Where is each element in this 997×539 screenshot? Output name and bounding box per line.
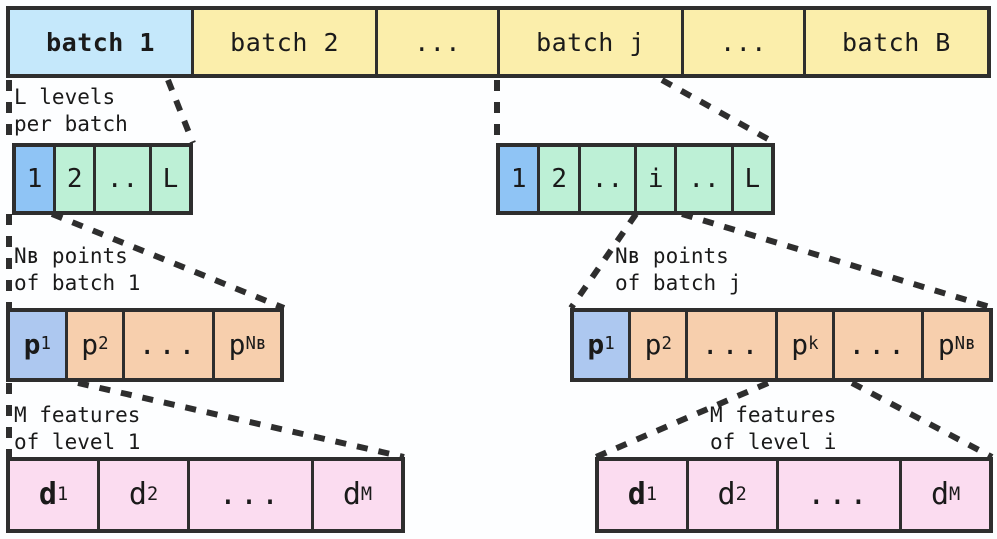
feature-label-base: d xyxy=(930,477,950,512)
caption-features-right: M features of level i xyxy=(710,403,837,454)
point-label-sub: 2 xyxy=(98,334,109,355)
batch-cell-B[interactable]: batch B xyxy=(805,10,987,74)
level-row-batch1: 1 2 .. L xyxy=(12,143,193,215)
level-cell-L[interactable]: L xyxy=(151,147,190,211)
feature-label-base: d xyxy=(627,477,646,512)
level-row-batchj: 1 2 .. i .. L xyxy=(496,143,775,215)
feature-label-sub: 1 xyxy=(56,483,69,505)
batch-cell-j[interactable]: batch j xyxy=(499,10,682,74)
level-cell-j-1[interactable]: 1 xyxy=(500,147,538,211)
level-cell-1[interactable]: 1 xyxy=(16,147,54,211)
point-label-base: p xyxy=(23,328,41,361)
feature-cell-ellipsis: ... xyxy=(190,461,311,529)
feature-cell-i-ellipsis: ... xyxy=(778,461,900,529)
point-label-sub: Nʙ xyxy=(954,334,976,355)
point-cell-j-ellipsis-1: ... xyxy=(688,312,775,378)
feature-label-base: d xyxy=(342,477,361,512)
batch-row: batch 1 batch 2 ... batch j ... batch B xyxy=(6,6,991,78)
feature-label-base: d xyxy=(38,477,57,512)
level-cell-j-ellipsis-2: .. xyxy=(677,147,731,211)
feature-label-base: d xyxy=(717,477,736,512)
level-cell-j-i[interactable]: i xyxy=(637,147,675,211)
point-label-base: p xyxy=(228,328,246,361)
batch-cell-ellipsis-2: ... xyxy=(684,10,803,74)
connector-batch1-right xyxy=(165,78,196,145)
point-label-base: p xyxy=(587,328,605,361)
caption-levels-left: L levels per batch xyxy=(14,85,128,136)
connector-pointk-right xyxy=(850,380,994,460)
point-cell-j-ellipsis-2: ... xyxy=(834,312,922,378)
feature-label-sub: 1 xyxy=(645,483,658,505)
connector-batchj-right xyxy=(660,77,777,146)
level-cell-j-L[interactable]: L xyxy=(733,147,772,211)
feature-label-base: d xyxy=(128,477,147,512)
batch-cell-2[interactable]: batch 2 xyxy=(194,10,376,74)
feature-label-sub: 2 xyxy=(146,483,159,505)
feature-label-sub: M xyxy=(949,483,961,505)
point-label-sub: Nʙ xyxy=(245,334,267,355)
point-label-base: p xyxy=(81,328,99,361)
point-label-sub: k xyxy=(808,334,819,355)
batch-cell-ellipsis-1: ... xyxy=(378,10,497,74)
point-label-base: p xyxy=(791,328,809,361)
point-label-sub: 1 xyxy=(604,334,615,355)
feature-label-sub: M xyxy=(360,483,373,505)
point-label-sub: 1 xyxy=(40,334,51,355)
caption-points-left: Nʙ points of batch 1 xyxy=(14,244,141,295)
level-cell-j-2[interactable]: 2 xyxy=(540,147,578,211)
level-cell-j-ellipsis-1: .. xyxy=(580,147,635,211)
point-cell-ellipsis: ... xyxy=(125,312,212,378)
caption-features-left: M features of level 1 xyxy=(14,403,141,454)
batch-cell-1[interactable]: batch 1 xyxy=(10,10,192,74)
point-label-sub: 2 xyxy=(661,334,672,355)
level-cell-2[interactable]: 2 xyxy=(56,147,94,211)
point-label-base: p xyxy=(644,328,662,361)
point-label-base: p xyxy=(937,328,955,361)
level-cell-ellipsis: .. xyxy=(96,147,149,211)
feature-label-sub: 2 xyxy=(735,483,747,505)
caption-points-right: Nʙ points of batch j xyxy=(615,244,742,295)
